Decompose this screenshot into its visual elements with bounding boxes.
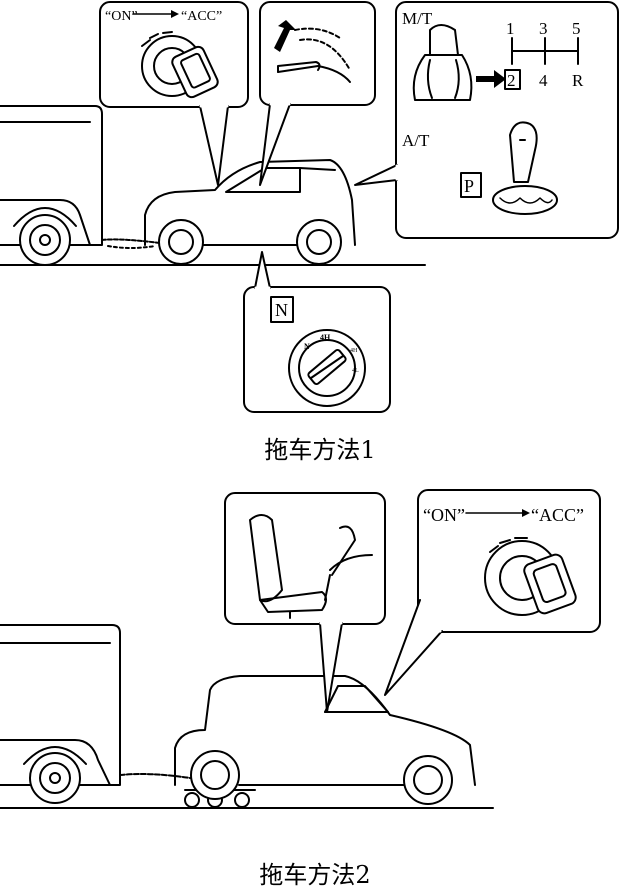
ignition-callout-1: “ON” “ACC” <box>99 1 249 186</box>
gear-2-highlight <box>504 69 521 90</box>
gear-1: 1 <box>506 19 515 38</box>
park-position-label: P <box>464 176 474 196</box>
caption-method-2: 拖车方法2 <box>259 861 371 889</box>
tow-bar-1 <box>101 238 161 244</box>
down-arrow-icon <box>274 20 296 52</box>
gear-5: 5 <box>572 19 581 38</box>
gear-2: 2 <box>507 71 516 90</box>
park-position-box <box>460 172 482 198</box>
gear-R: R <box>572 71 584 90</box>
neutral-position-box <box>270 296 294 323</box>
transmission-callout: M/T 1 3 5 2 4 R <box>354 1 619 239</box>
tow-truck-2 <box>0 624 121 804</box>
manual-label: M/T <box>402 9 433 28</box>
driver-seat-icon <box>249 514 327 619</box>
ignition-from-label-1: “ON” <box>105 9 138 24</box>
right-arrow-icon <box>476 70 506 88</box>
caption-method-1: 拖车方法1 <box>264 436 376 464</box>
tow-bar-2 <box>119 773 191 779</box>
ignition-callout-2: “ON” “ACC” <box>384 489 601 696</box>
neutral-position-label: N <box>275 300 288 320</box>
transfer-dial-icon: N 4H 4H 4L <box>288 329 366 407</box>
dial-label-4l: 4L <box>352 368 359 374</box>
ignition-key-icon <box>484 537 577 616</box>
towed-car-2 <box>174 675 476 805</box>
figure-2: “ON” “ACC” <box>0 489 601 809</box>
manual-shifter-icon <box>412 24 473 101</box>
gear-3: 3 <box>539 19 548 38</box>
gear-pattern: 1 3 5 2 4 R <box>504 19 584 90</box>
dial-label-n: N <box>304 342 310 351</box>
steering-wheel-icon <box>324 525 373 601</box>
steering-callout <box>224 492 386 713</box>
ignition-to-label-1: “ACC” <box>181 9 222 24</box>
towed-car-1 <box>144 159 356 265</box>
automatic-shifter-icon <box>492 121 558 215</box>
ignition-to-label-2: “ACC” <box>531 505 584 525</box>
dial-label-4h-right: 4H <box>350 348 358 354</box>
transfer-callout: N N 4H 4H 4L <box>243 251 391 413</box>
ignition-from-label-2: “ON” <box>423 505 465 525</box>
tow-truck-1 <box>0 105 103 266</box>
dial-label-4h: 4H <box>320 333 331 342</box>
gear-4: 4 <box>539 71 548 90</box>
parking-brake-callout <box>259 1 376 186</box>
automatic-label: A/T <box>402 131 430 150</box>
brake-lever-icon <box>277 65 351 83</box>
figure-1: “ON” “ACC” M/T <box>0 1 619 413</box>
